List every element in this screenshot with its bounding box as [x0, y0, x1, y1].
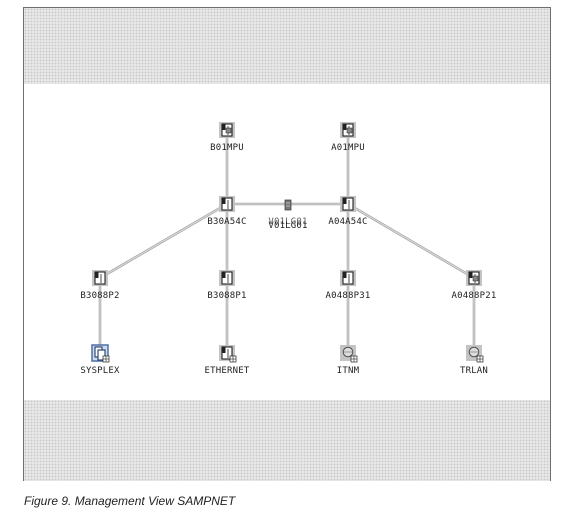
- node-label: A0488P21: [452, 291, 497, 301]
- nodes-layer: B01MPU A01MPU B30A54C A04A54C V01LG01V01LG01…: [80, 122, 496, 376]
- node-itnm[interactable]: ITNM: [337, 345, 360, 376]
- pu-icon: [219, 122, 235, 138]
- node-icon: [219, 196, 235, 212]
- node-label: ITNM: [337, 366, 360, 376]
- node-b3088p2[interactable]: B3088P2: [80, 270, 119, 301]
- node-label: B3088P1: [207, 291, 246, 301]
- ethernet-icon: [219, 345, 237, 363]
- node-icon: [340, 196, 356, 212]
- node-icon: [92, 270, 108, 286]
- node-label: A0488P31: [326, 291, 371, 301]
- links-layer: [98, 130, 476, 353]
- sysplex-icon: [91, 344, 110, 363]
- trlan-icon: [466, 345, 484, 363]
- node-b3088p1[interactable]: B3088P1: [207, 270, 246, 301]
- node-ethernet[interactable]: ETHERNET: [205, 345, 250, 376]
- link-icon: [284, 199, 292, 211]
- pu-icon: [466, 270, 482, 286]
- network-topology-canvas: B01MPU A01MPU B30A54C A04A54C V01LG01V01LG01…: [80, 122, 496, 376]
- view-top-background: [24, 8, 550, 84]
- node-a04a54c[interactable]: A04A54C: [328, 196, 367, 227]
- node-label: V01LG01: [268, 221, 307, 231]
- node-b01mpu[interactable]: B01MPU: [210, 122, 244, 153]
- figure-caption: Figure 9. Management View SAMPNET: [24, 494, 236, 508]
- node-trlan[interactable]: TRLAN: [460, 345, 488, 376]
- node-icon: [219, 270, 235, 286]
- node-label: A04A54C: [328, 217, 367, 227]
- node-label-overlap: V01LG01: [268, 217, 307, 227]
- node-label: SYSPLEX: [80, 366, 120, 376]
- pu-icon: [340, 122, 356, 138]
- node-label: B01MPU: [210, 143, 244, 153]
- link-b30a54c-b3088p2[interactable]: [99, 202, 228, 280]
- view-bottom-background: [24, 400, 550, 481]
- node-a0488p21[interactable]: A0488P21: [452, 270, 497, 301]
- node-label: TRLAN: [460, 366, 488, 376]
- node-sysplex[interactable]: SYSPLEX: [80, 344, 120, 376]
- link-a04a54c-a0488p21[interactable]: [347, 202, 475, 280]
- node-a01mpu[interactable]: A01MPU: [331, 122, 365, 153]
- node-label: B3088P2: [80, 291, 119, 301]
- node-label: ETHERNET: [205, 366, 250, 376]
- node-label: A01MPU: [331, 143, 365, 153]
- node-a0488p31[interactable]: A0488P31: [326, 270, 371, 301]
- node-label: B30A54C: [207, 217, 246, 227]
- node-icon: [340, 270, 356, 286]
- node-b30a54c[interactable]: B30A54C: [207, 196, 246, 227]
- itnm-icon: [340, 345, 358, 363]
